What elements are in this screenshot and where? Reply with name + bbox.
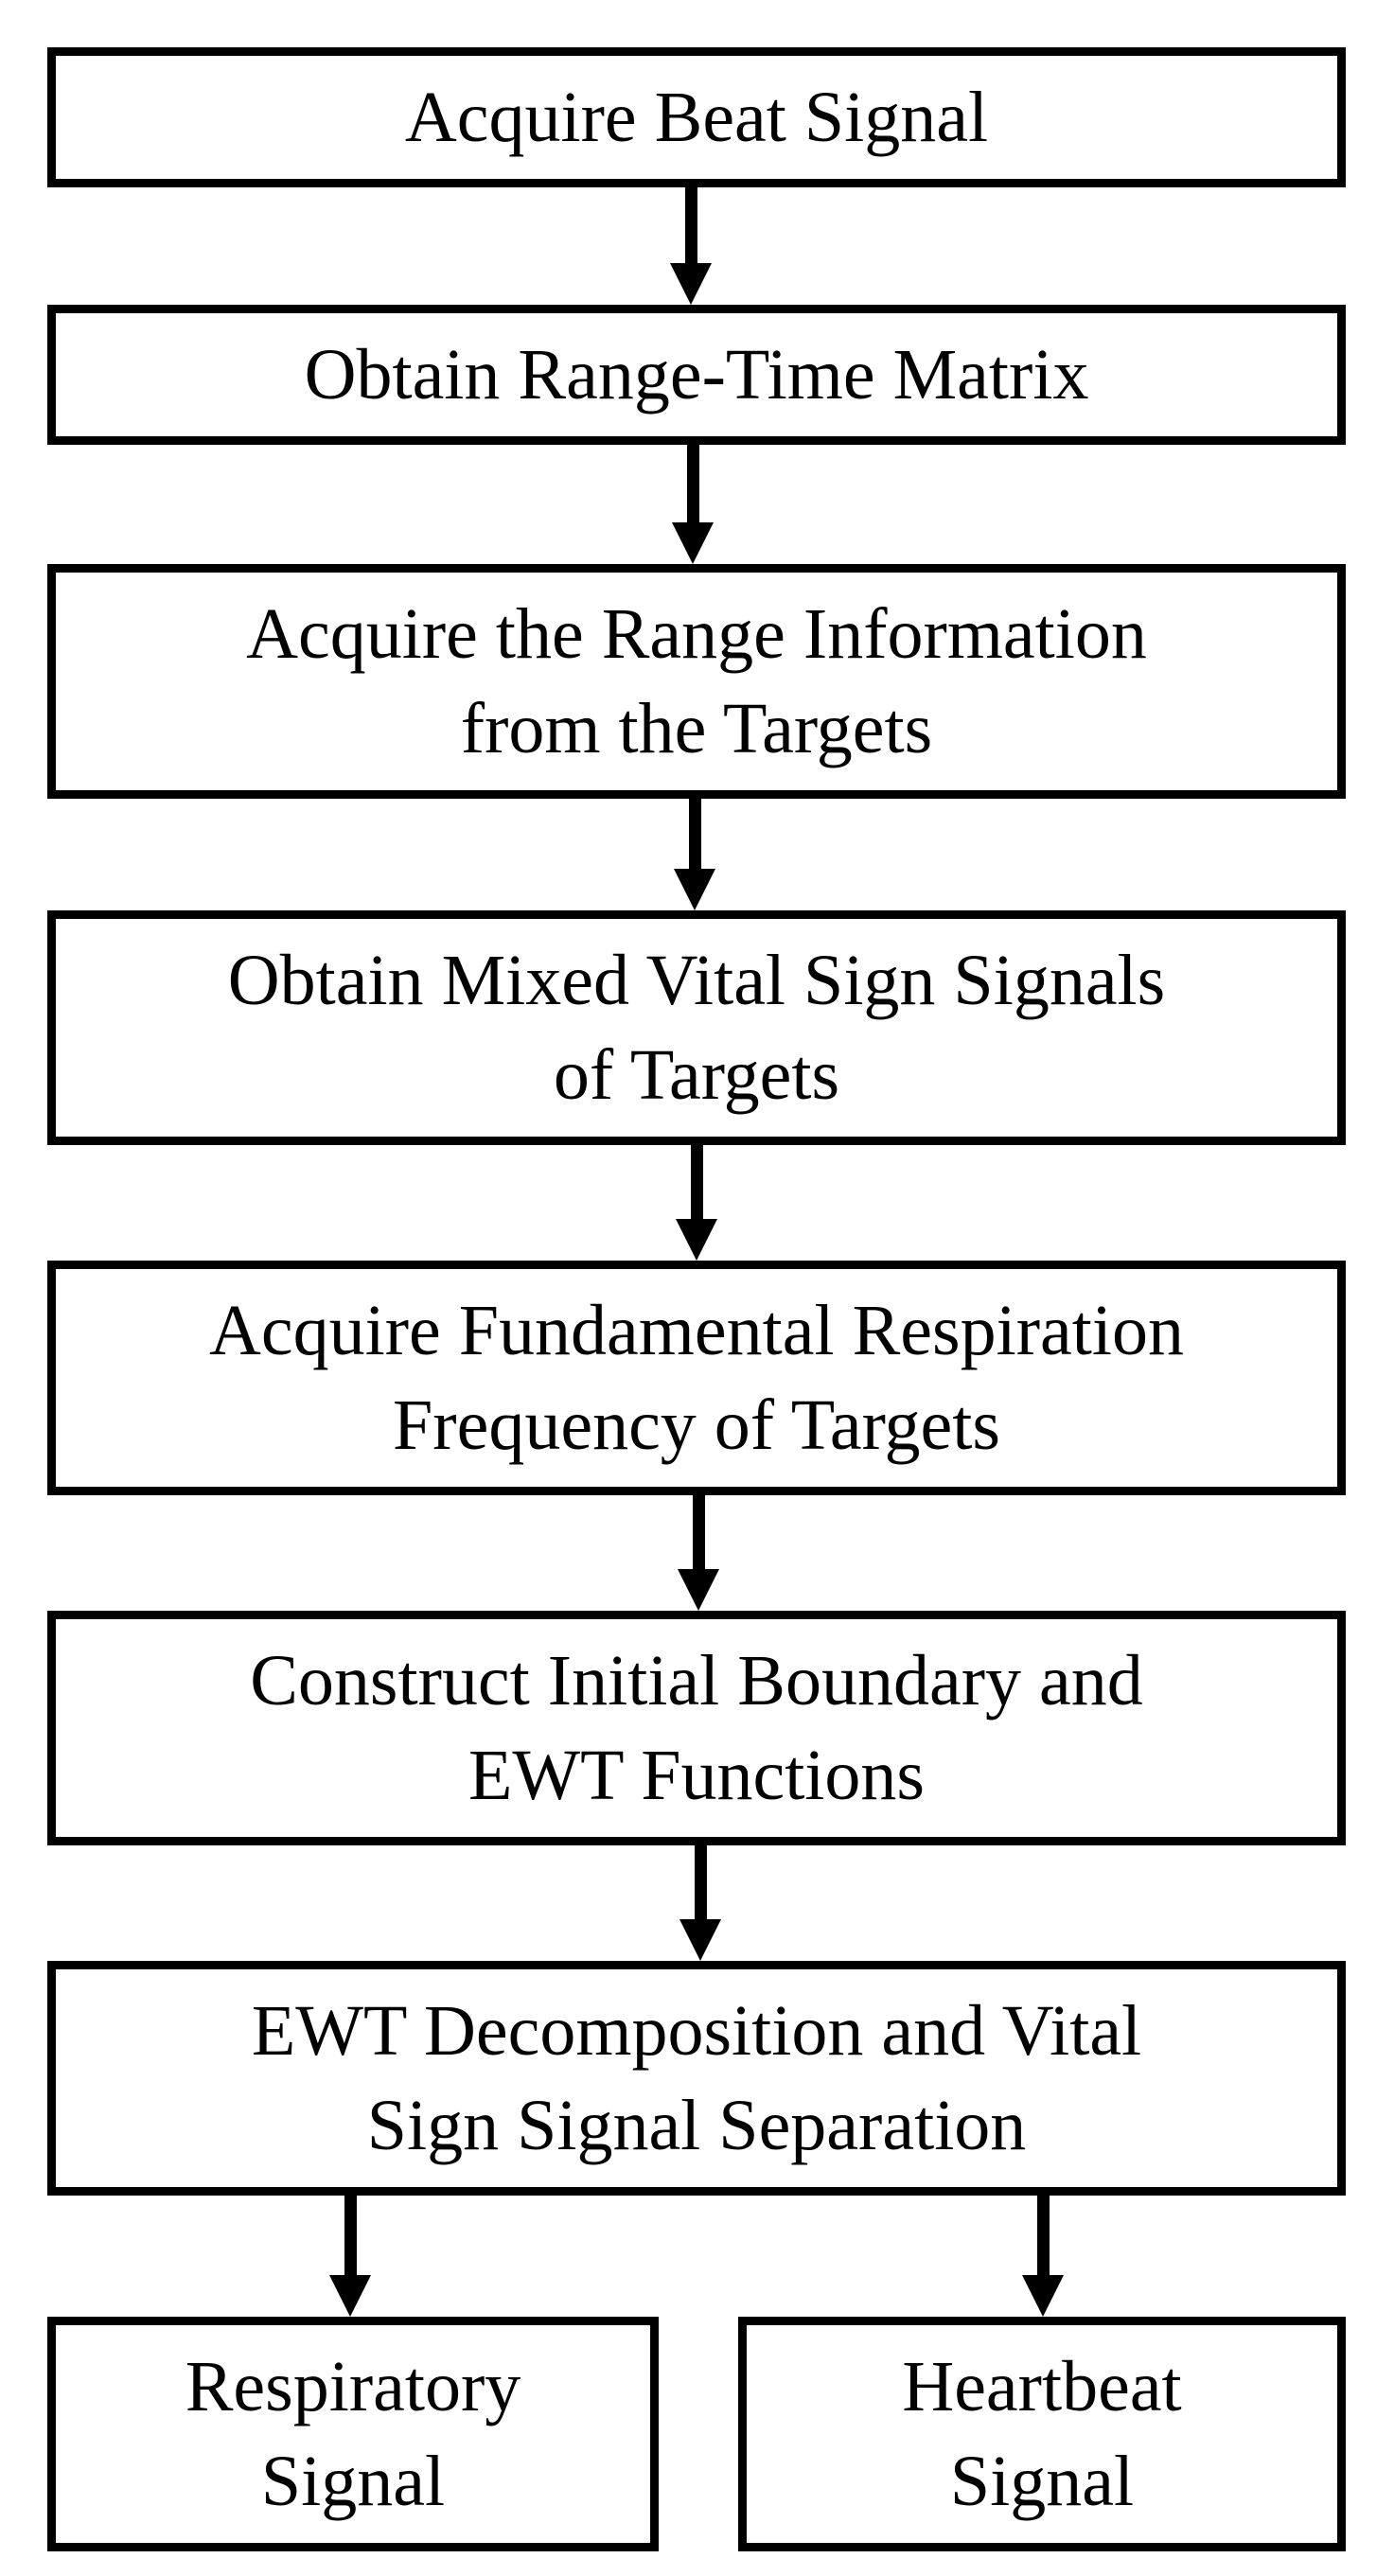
step-obtain-mixed-vital-sign-signals: Obtain Mixed Vital Sign Signals of Targe… — [47, 910, 1346, 1145]
step-label-line: Acquire the Range Information — [246, 594, 1147, 674]
flow-arrow-to-respiratory — [322, 2196, 379, 2317]
output-label-line: Signal — [949, 2442, 1135, 2521]
step-ewt-decomposition: EWT Decomposition and Vital Sign Signal … — [47, 1961, 1346, 2196]
step-acquire-beat-signal: Acquire Beat Signal — [47, 47, 1346, 187]
flow-arrow-6-7 — [672, 1845, 729, 1961]
flow-arrow-2-3 — [664, 445, 721, 564]
output-heartbeat-signal: Heartbeat Signal — [738, 2317, 1346, 2551]
step-label-line: EWT Functions — [468, 1736, 925, 1815]
flow-arrow-to-heartbeat — [1015, 2196, 1071, 2317]
step-label-line: Sign Signal Separation — [366, 2086, 1027, 2165]
output-label-line: Heartbeat — [902, 2347, 1182, 2426]
step-label-line: EWT Decomposition and Vital — [251, 1991, 1142, 2071]
flow-arrow-3-4 — [666, 799, 723, 910]
flow-arrow-5-6 — [670, 1495, 727, 1611]
step-acquire-range-information: Acquire the Range Information from the T… — [47, 564, 1346, 799]
step-label-line: from the Targets — [460, 689, 933, 768]
step-label-line: Acquire Fundamental Respiration — [209, 1291, 1184, 1370]
step-label-line: Construct Initial Boundary and — [250, 1641, 1143, 1720]
step-label-line: Acquire Beat Signal — [404, 78, 989, 157]
flow-arrow-4-5 — [668, 1145, 725, 1261]
step-label-line: Obtain Mixed Vital Sign Signals — [227, 941, 1166, 1020]
flow-arrow-1-2 — [662, 187, 719, 305]
step-label-line: Frequency of Targets — [393, 1385, 1000, 1465]
output-label-line: Respiratory — [185, 2347, 521, 2426]
output-label-line: Signal — [260, 2442, 446, 2521]
output-respiratory-signal: Respiratory Signal — [47, 2317, 659, 2551]
step-acquire-fundamental-respiration-frequency: Acquire Fundamental Respiration Frequenc… — [47, 1261, 1346, 1495]
step-obtain-range-time-matrix: Obtain Range-Time Matrix — [47, 305, 1346, 445]
step-label-line: Obtain Range-Time Matrix — [304, 335, 1089, 415]
step-label-line: of Targets — [553, 1035, 840, 1115]
step-construct-initial-boundary: Construct Initial Boundary and EWT Funct… — [47, 1611, 1346, 1845]
